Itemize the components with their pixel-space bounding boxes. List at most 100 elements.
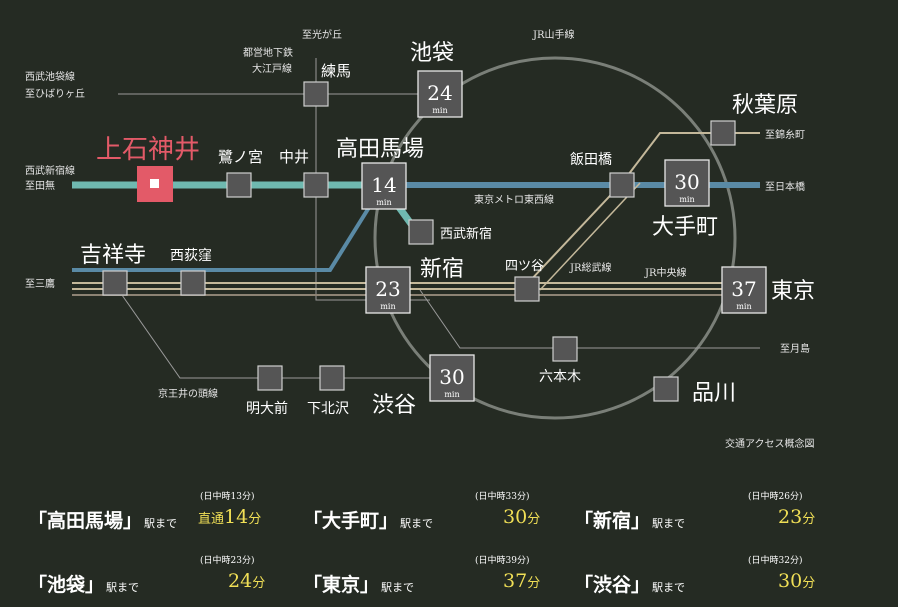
label-inokashira: 京王井の頭線 <box>158 387 218 400</box>
station-yotsuya-marker[interactable] <box>514 276 540 302</box>
access-suffix: 駅まで <box>144 517 178 530</box>
label-kamishakujii: 上石神井 <box>96 135 200 165</box>
dir-tsukishima: 至月島 <box>780 342 810 355</box>
access-suffix: 駅まで <box>652 581 686 594</box>
min-shibuya: min <box>444 390 459 399</box>
label-shinjuku: 新宿 <box>420 257 464 282</box>
station-kamishakujii-dot <box>150 179 159 188</box>
label-nakai: 中井 <box>279 148 309 166</box>
label-oedo-1: 都営地下鉄 <box>243 46 293 59</box>
access-item-tokyo: 「東京」駅まで (日中時39分) 37分 <box>303 556 540 597</box>
min-otemachi: min <box>679 195 694 204</box>
access-time: 24分 <box>228 570 266 592</box>
access-suffix: 駅まで <box>652 517 686 530</box>
station-iidabashi-marker[interactable] <box>609 172 635 198</box>
label-seibu-ikebukuro-line: 西武池袋線 <box>25 70 75 83</box>
access-item-otemachi: 「大手町」駅まで (日中時33分) 30分 <box>303 492 540 533</box>
label-yamanote: JR山手線 <box>532 28 575 41</box>
time-box-tokyo[interactable] <box>721 266 767 314</box>
access-note: (日中時32分) <box>748 556 803 566</box>
label-sobu: JR総武線 <box>569 261 612 274</box>
min-takadanobaba: min <box>376 198 391 207</box>
time-box-shinjuku[interactable] <box>365 266 411 314</box>
label-iidabashi: 飯田橋 <box>570 151 612 168</box>
label-saginomiya: 鷺ノ宮 <box>218 148 263 166</box>
label-roppongi: 六本木 <box>539 369 581 385</box>
station-kichijoji-marker[interactable] <box>102 270 128 296</box>
label-shibuya: 渋谷 <box>372 393 416 418</box>
label-otemachi: 大手町 <box>652 215 718 240</box>
access-note: (日中時26分) <box>748 492 803 502</box>
access-time-table: 「高田馬場」駅まで (日中時13分) 直通14分 「大手町」駅まで (日中時33… <box>0 470 898 607</box>
station-seibu-shinjuku-marker[interactable] <box>408 219 434 245</box>
time-ikebukuro: 24 <box>427 81 452 105</box>
time-otemachi: 30 <box>674 170 699 194</box>
access-station: 「渋谷」 <box>574 574 651 596</box>
access-station: 「高田馬場」 <box>28 510 143 532</box>
station-nishiogikubo-marker[interactable] <box>180 270 206 296</box>
dir-kinshicho: 至錦糸町 <box>765 128 805 141</box>
time-box-otemachi[interactable] <box>664 159 710 207</box>
access-time: 30分 <box>503 506 541 528</box>
sobu-line-east-2 <box>539 182 641 291</box>
access-note: (日中時13分) <box>200 492 255 502</box>
time-tokyo: 37 <box>731 277 756 301</box>
access-station: 「大手町」 <box>303 510 399 532</box>
time-takadanobaba: 14 <box>371 173 396 197</box>
label-meidaimae: 明大前 <box>246 400 288 417</box>
time-shinjuku: 23 <box>375 277 400 301</box>
access-suffix: 駅まで <box>106 581 140 594</box>
label-shimokitazawa: 下北沢 <box>307 401 349 417</box>
label-kichijoji: 吉祥寺 <box>80 243 146 268</box>
station-meidaimae-marker[interactable] <box>257 365 283 391</box>
dir-nihonbashi: 至日本橋 <box>765 180 805 193</box>
station-nerima-marker[interactable] <box>303 81 329 107</box>
time-shibuya: 30 <box>439 365 464 389</box>
access-station: 「新宿」 <box>574 510 651 532</box>
access-item-shinjuku: 「新宿」駅まで (日中時26分) 23分 <box>574 492 815 533</box>
dir-hibarigaoka: 至ひばりヶ丘 <box>25 88 85 100</box>
station-saginomiya-marker[interactable] <box>226 172 252 198</box>
label-nerima: 練馬 <box>321 62 351 80</box>
access-time: 30分 <box>778 570 816 592</box>
time-box-ikebukuro[interactable] <box>417 70 463 118</box>
access-note: (日中時23分) <box>200 556 255 566</box>
label-ikebukuro: 池袋 <box>410 41 454 66</box>
station-shimokitazawa-marker[interactable] <box>319 365 345 391</box>
access-time: 直通14分 <box>198 506 262 528</box>
access-suffix: 駅まで <box>400 517 434 530</box>
dir-mitaka: 至三鷹 <box>25 277 55 290</box>
access-item-ikebukuro: 「池袋」駅まで (日中時23分) 24分 <box>28 556 265 597</box>
label-yotsuya: 四ツ谷 <box>505 259 544 274</box>
access-note: (日中時33分) <box>475 492 530 502</box>
label-shinagawa: 品川 <box>692 381 736 406</box>
label-oedo-2: 大江戸線 <box>252 62 292 75</box>
min-tokyo: min <box>736 302 751 311</box>
label-takadanobaba: 高田馬場 <box>336 137 424 162</box>
route-map: 24 min 14 min 30 min 23 min 37 min 30 mi… <box>25 28 815 450</box>
sobu-line-east <box>527 132 760 284</box>
label-tokyo: 東京 <box>771 279 815 304</box>
tozai-link-west <box>72 183 385 272</box>
time-box-takadanobaba[interactable] <box>361 162 407 210</box>
station-akihabara-marker[interactable] <box>710 120 736 146</box>
label-chuo: JR中央線 <box>644 266 687 279</box>
access-time: 23分 <box>778 506 816 528</box>
yamanote-line-loop <box>373 56 737 420</box>
inokashira-line <box>114 284 452 379</box>
station-roppongi-marker[interactable] <box>552 336 578 362</box>
access-note: (日中時39分) <box>475 556 530 566</box>
access-station: 「東京」 <box>303 574 380 596</box>
station-nakai-marker[interactable] <box>303 172 329 198</box>
time-box-shibuya[interactable] <box>429 354 475 402</box>
access-item-takadanobaba: 「高田馬場」駅まで (日中時13分) 直通14分 <box>28 492 261 533</box>
subway-line-tsukishima <box>419 289 760 349</box>
access-time: 37分 <box>503 570 541 592</box>
label-akihabara: 秋葉原 <box>732 93 798 118</box>
access-station: 「池袋」 <box>28 574 105 596</box>
label-tozai: 東京メトロ東西線 <box>474 193 554 206</box>
access-item-shibuya: 「渋谷」駅まで (日中時32分) 30分 <box>574 556 815 597</box>
station-shinagawa-marker[interactable] <box>653 376 679 402</box>
label-seibu-shinjuku: 西武新宿 <box>440 226 492 242</box>
access-suffix: 駅まで <box>381 581 415 594</box>
